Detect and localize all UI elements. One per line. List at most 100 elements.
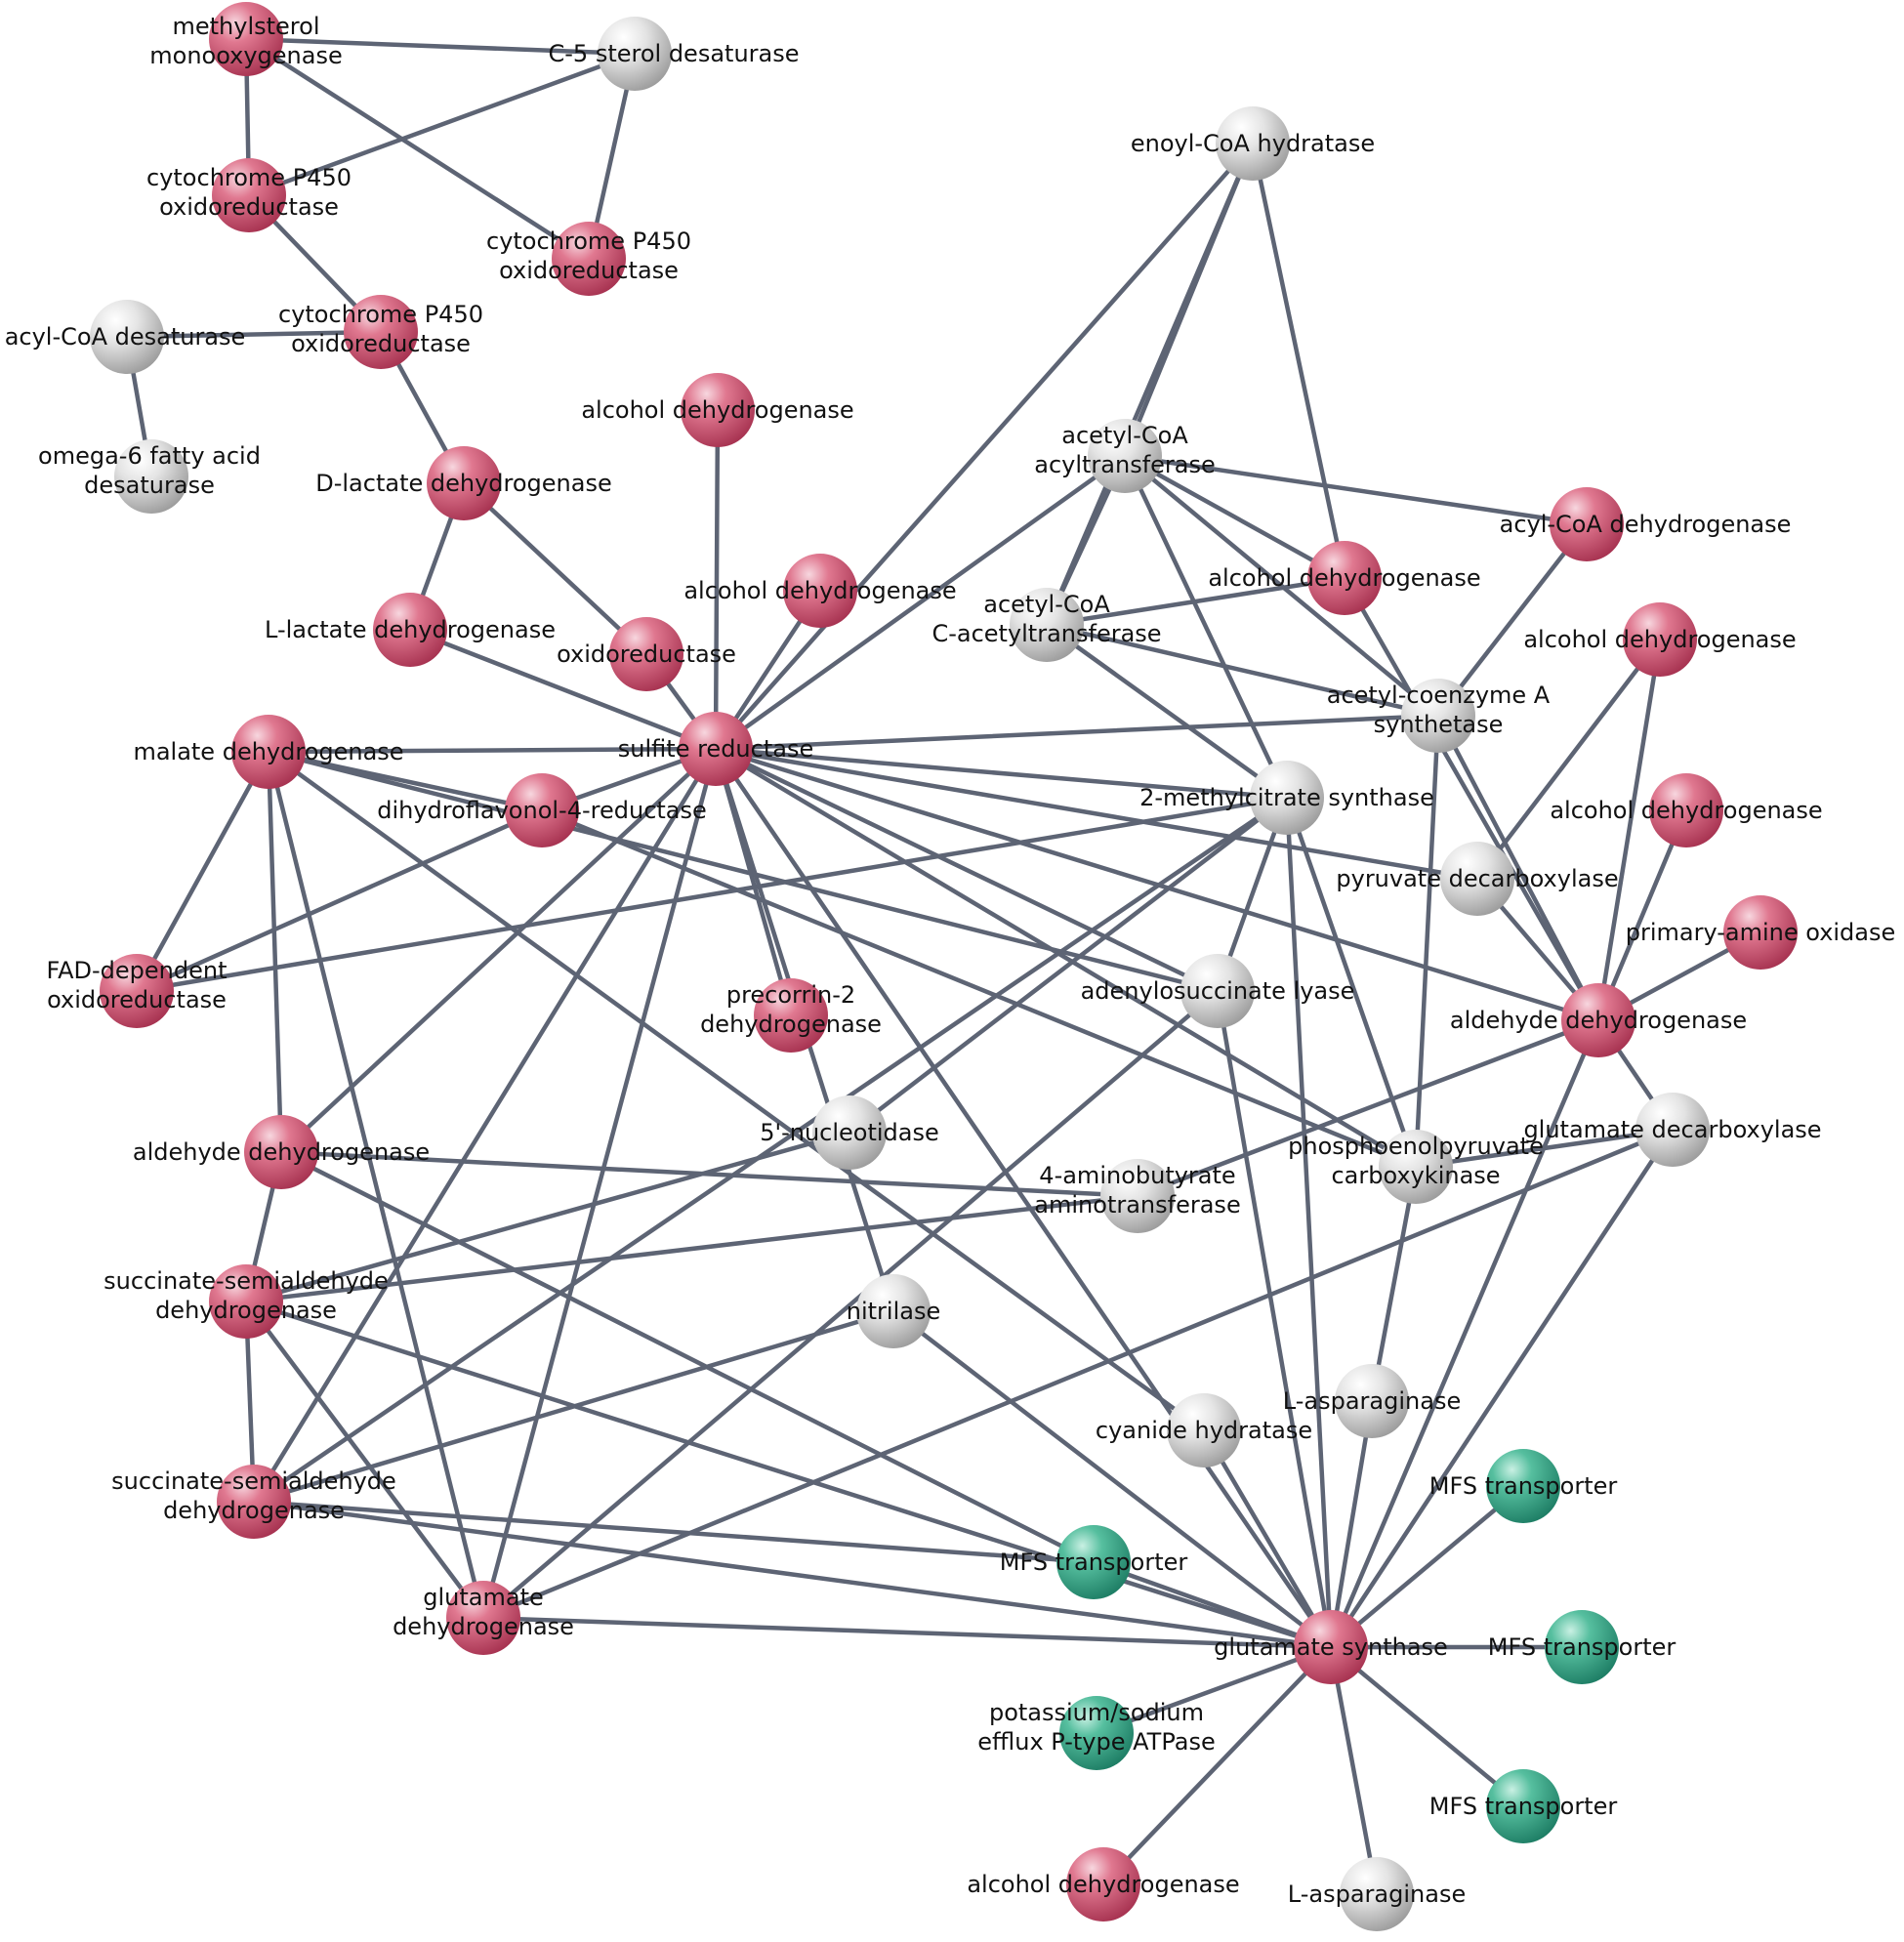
node-sulfite[interactable]: sulfite reductase xyxy=(618,712,813,786)
node-circle-grey[interactable] xyxy=(90,300,164,374)
node-circle-red[interactable] xyxy=(783,554,857,628)
node-dlactate[interactable]: D-lactate dehydrogenase xyxy=(315,446,612,520)
node-circle-green[interactable] xyxy=(1545,1610,1619,1684)
node-circle-green[interactable] xyxy=(1059,1696,1134,1770)
node-circle-grey[interactable] xyxy=(114,439,188,514)
node-aldh_right[interactable]: aldehyde dehydrogenase xyxy=(1450,983,1747,1057)
node-nitrilase[interactable]: nitrilase xyxy=(847,1274,940,1348)
node-dihydroflav[interactable]: dihydroflavonol-4-reductase xyxy=(377,773,707,847)
node-circle-grey[interactable] xyxy=(1401,679,1475,753)
node-circle-red[interactable] xyxy=(679,712,753,786)
node-circle-green[interactable] xyxy=(1056,1525,1131,1599)
node-circle-red[interactable] xyxy=(209,1264,283,1339)
node-circle-red[interactable] xyxy=(754,978,828,1053)
node-circle-red[interactable] xyxy=(1623,602,1697,677)
node-mfs3[interactable]: MFS transporter xyxy=(1488,1610,1676,1684)
node-circle-green[interactable] xyxy=(1486,1769,1560,1843)
node-circle-grey[interactable] xyxy=(856,1274,931,1348)
node-circle-grey[interactable] xyxy=(1180,954,1255,1028)
node-circle-red[interactable] xyxy=(609,617,683,691)
node-glutdecarb[interactable]: glutamate decarboxylase xyxy=(1523,1093,1822,1167)
node-adenylo[interactable]: adenylosuccinate lyase xyxy=(1081,954,1355,1028)
node-circle-grey[interactable] xyxy=(1250,761,1324,835)
node-adh_bottom[interactable]: alcohol dehydrogenase xyxy=(967,1847,1240,1921)
node-acylcoadesat[interactable]: acyl-CoA desaturase xyxy=(5,300,246,374)
node-circle-red[interactable] xyxy=(1066,1847,1140,1921)
node-circle-green[interactable] xyxy=(1486,1449,1560,1523)
node-circle-grey[interactable] xyxy=(598,17,672,91)
node-nucleotidase[interactable]: 5'-nucleotidase xyxy=(760,1095,939,1170)
node-circle-grey[interactable] xyxy=(1379,1130,1453,1204)
node-acylcoadh[interactable]: acyl-CoA dehydrogenase xyxy=(1500,487,1792,561)
node-circle-red[interactable] xyxy=(373,593,447,667)
node-circle-red[interactable] xyxy=(505,773,579,847)
node-circle-red[interactable] xyxy=(1294,1610,1368,1684)
node-circle-red[interactable] xyxy=(1723,895,1798,970)
node-mfs4[interactable]: MFS transporter xyxy=(1429,1769,1618,1843)
node-label: aldehyde dehydrogenase xyxy=(133,1138,430,1166)
node-c5sterol[interactable]: C-5 sterol desaturase xyxy=(549,17,800,91)
node-llactate[interactable]: L-lactate dehydrogenase xyxy=(265,593,556,667)
node-circle-red[interactable] xyxy=(212,158,286,232)
node-circle-grey[interactable] xyxy=(1340,1857,1414,1931)
node-lasp1[interactable]: L-asparaginase xyxy=(1283,1364,1461,1438)
node-oxidored[interactable]: oxidoreductase xyxy=(557,617,736,691)
node-aldh_left[interactable]: aldehyde dehydrogenase xyxy=(133,1115,430,1189)
node-adh_center[interactable]: alcohol dehydrogenase xyxy=(1208,541,1481,615)
node-circle-red[interactable] xyxy=(1550,487,1624,561)
node-circle-grey[interactable] xyxy=(1010,588,1084,662)
node-malate[interactable]: malate dehydrogenase xyxy=(133,715,404,789)
node-glutsyn[interactable]: glutamate synthase xyxy=(1214,1610,1448,1684)
node-circle-grey[interactable] xyxy=(1440,842,1514,916)
node-circle-red[interactable] xyxy=(100,954,174,1028)
node-mfs1[interactable]: MFS transporter xyxy=(1000,1525,1188,1599)
node-mfs2[interactable]: MFS transporter xyxy=(1429,1449,1618,1523)
node-circle-red[interactable] xyxy=(446,1581,520,1655)
node-circle-grey[interactable] xyxy=(812,1095,887,1170)
node-label-line: cytochrome P450 xyxy=(486,227,691,255)
node-circle-red[interactable] xyxy=(209,2,283,76)
node-circle-grey[interactable] xyxy=(1216,106,1290,181)
node-enoylcoa[interactable]: enoyl-CoA hydratase xyxy=(1131,106,1375,181)
node-circle-red[interactable] xyxy=(427,446,501,520)
node-circle-red[interactable] xyxy=(1561,983,1635,1057)
node-circle-grey[interactable] xyxy=(1167,1393,1241,1467)
node-adh_mid[interactable]: alcohol dehydrogenase xyxy=(683,554,957,628)
node-circle-red[interactable] xyxy=(344,295,418,369)
node-pyruvate[interactable]: pyruvate decarboxylase xyxy=(1336,842,1619,916)
node-circle-red[interactable] xyxy=(217,1465,291,1539)
node-methylcitrate[interactable]: 2-methylcitrate synthase xyxy=(1139,761,1434,835)
node-circle-grey[interactable] xyxy=(1088,419,1162,493)
node-primaryamine[interactable]: primary-amine oxidase xyxy=(1626,895,1896,970)
node-circle-red[interactable] xyxy=(231,715,306,789)
node-adh_right1[interactable]: alcohol dehydrogenase xyxy=(1523,602,1797,677)
node-circle-red[interactable] xyxy=(1307,541,1382,615)
node-circle-grey[interactable] xyxy=(1335,1364,1409,1438)
node-cyanide[interactable]: cyanide hydratase xyxy=(1096,1393,1312,1467)
node-circle-grey[interactable] xyxy=(1635,1093,1710,1167)
node-circle-grey[interactable] xyxy=(1100,1159,1175,1233)
node-adh_right2[interactable]: alcohol dehydrogenase xyxy=(1550,773,1823,847)
node-adh_top[interactable]: alcohol dehydrogenase xyxy=(581,373,854,447)
node-circle-red[interactable] xyxy=(681,373,755,447)
node-circle-red[interactable] xyxy=(1649,773,1723,847)
node-circle-red[interactable] xyxy=(552,222,626,296)
node-circle-red[interactable] xyxy=(244,1115,318,1189)
node-lasp2[interactable]: L-asparaginase xyxy=(1288,1857,1466,1931)
